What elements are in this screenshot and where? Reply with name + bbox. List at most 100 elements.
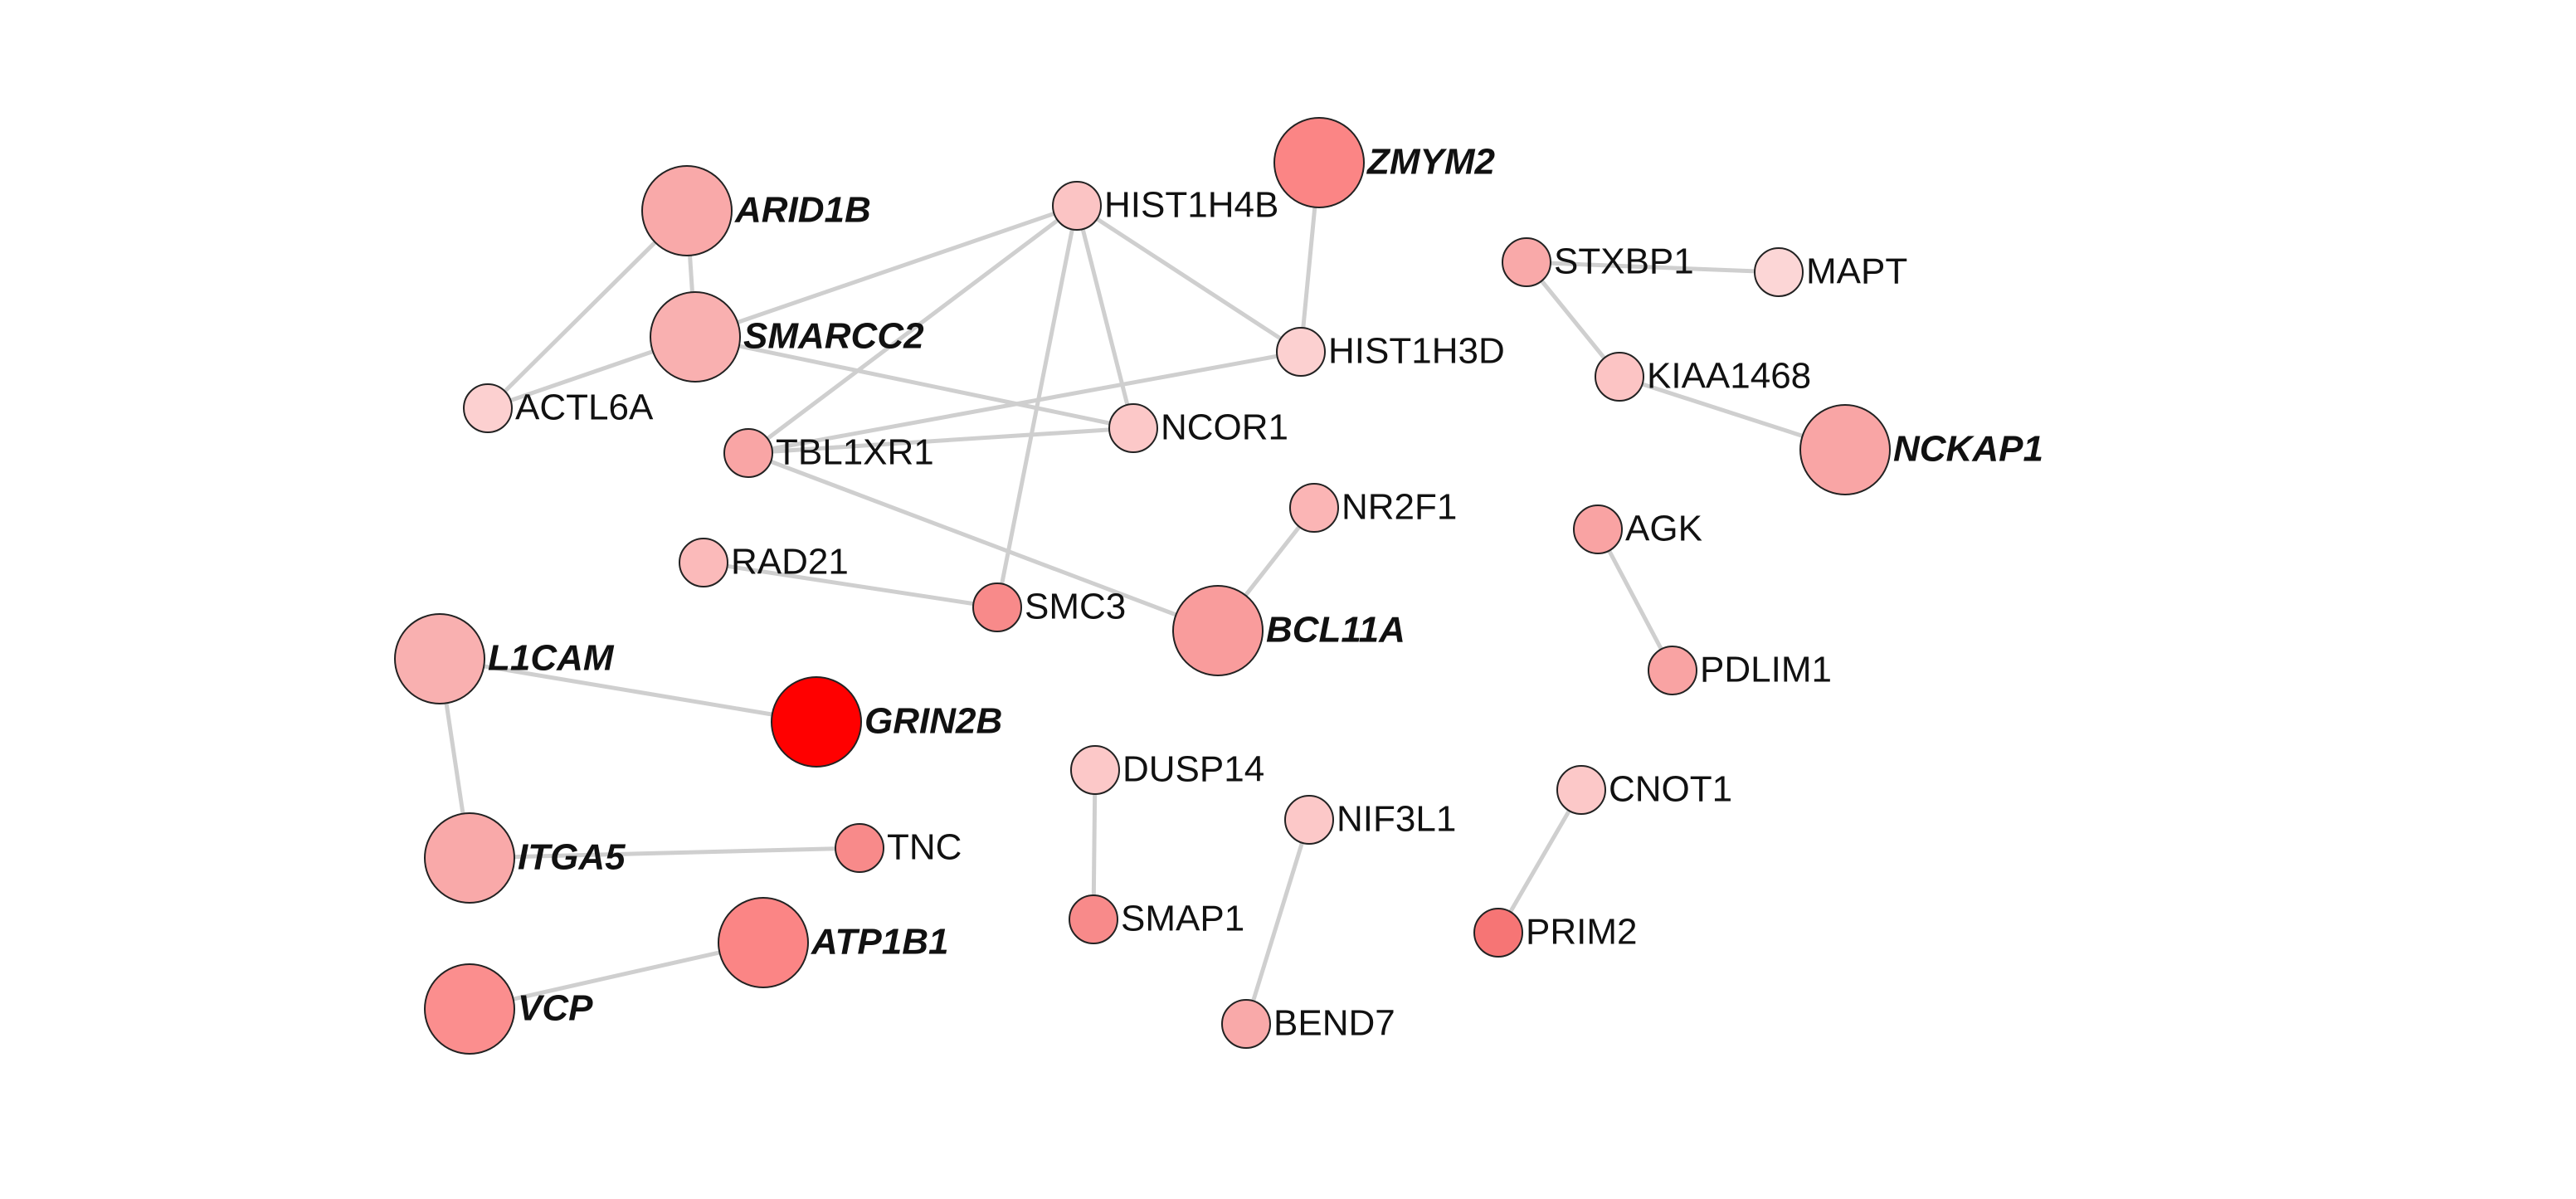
node-label: TBL1XR1 <box>776 432 934 473</box>
node-circle[interactable] <box>1754 247 1804 297</box>
node-circle[interactable] <box>394 613 485 704</box>
node-circle[interactable] <box>1273 117 1365 208</box>
node-circle[interactable] <box>1799 404 1891 495</box>
node-mapt[interactable]: MAPT <box>1754 247 1907 297</box>
node-circle[interactable] <box>1052 181 1102 231</box>
node-l1cam[interactable]: L1CAM <box>394 613 615 704</box>
node-label: NCOR1 <box>1161 407 1288 448</box>
node-label: PDLIM1 <box>1700 650 1832 690</box>
node-label: HIST1H3D <box>1328 331 1505 372</box>
node-circle[interactable] <box>650 291 741 383</box>
node-prim2[interactable]: PRIM2 <box>1473 908 1637 958</box>
node-nckap1[interactable]: NCKAP1 <box>1799 404 2043 495</box>
node-label: AGK <box>1625 509 1702 549</box>
node-label: PRIM2 <box>1526 912 1637 953</box>
node-circle[interactable] <box>718 897 809 988</box>
node-circle[interactable] <box>723 428 773 478</box>
edge-cnot1-prim2 <box>1496 788 1584 934</box>
edge-hist1h4b-ncor1 <box>1074 205 1136 429</box>
node-bend7[interactable]: BEND7 <box>1221 999 1395 1049</box>
node-label: MAPT <box>1806 251 1907 292</box>
node-circle[interactable] <box>1502 237 1551 287</box>
node-label: ACTL6A <box>515 387 654 428</box>
edge-arid1b-actl6a <box>486 209 689 410</box>
node-label: NR2F1 <box>1342 487 1457 528</box>
node-circle[interactable] <box>1221 999 1271 1049</box>
node-circle[interactable] <box>1108 403 1158 453</box>
node-itga5[interactable]: ITGA5 <box>424 812 626 904</box>
edge-hist1h4b-smc3 <box>995 205 1079 608</box>
node-label: GRIN2B <box>864 701 1002 742</box>
node-circle[interactable] <box>463 383 513 433</box>
node-tbl1xr1[interactable]: TBL1XR1 <box>723 428 934 478</box>
node-arid1b[interactable]: ARID1B <box>641 165 871 256</box>
node-label: ITGA5 <box>518 837 626 878</box>
node-circle[interactable] <box>1595 352 1644 402</box>
edge-dusp14-smap1 <box>1091 769 1098 920</box>
edge-stxbp1-mapt <box>1526 260 1780 275</box>
edge-smarcc2-ncor1 <box>694 334 1134 431</box>
node-nr2f1[interactable]: NR2F1 <box>1289 483 1457 533</box>
node-tnc[interactable]: TNC <box>835 823 962 873</box>
node-vcp[interactable]: VCP <box>424 963 593 1055</box>
node-ncor1[interactable]: NCOR1 <box>1108 403 1288 453</box>
node-kiaa1468[interactable]: KIAA1468 <box>1595 352 1811 402</box>
node-circle[interactable] <box>1284 795 1334 845</box>
edge-atp1b1-vcp <box>469 940 764 1011</box>
node-circle[interactable] <box>972 582 1022 632</box>
node-pdlim1[interactable]: PDLIM1 <box>1648 646 1832 695</box>
node-circle[interactable] <box>1648 646 1697 695</box>
node-smap1[interactable]: SMAP1 <box>1069 894 1244 944</box>
node-circle[interactable] <box>1276 327 1326 377</box>
node-circle[interactable] <box>1573 504 1623 554</box>
edge-rad21-smc3 <box>703 560 998 610</box>
node-smc3[interactable]: SMC3 <box>972 582 1126 632</box>
node-label: SMC3 <box>1025 587 1126 627</box>
node-nif3l1[interactable]: NIF3L1 <box>1284 795 1456 845</box>
node-grin2b[interactable]: GRIN2B <box>771 676 1002 768</box>
node-label: CNOT1 <box>1609 769 1732 810</box>
node-circle[interactable] <box>1556 765 1606 815</box>
edge-hist1h4b-smarcc2 <box>694 203 1078 339</box>
node-label: STXBP1 <box>1554 241 1694 282</box>
node-circle[interactable] <box>771 676 862 768</box>
node-actl6a[interactable]: ACTL6A <box>463 383 654 433</box>
node-dusp14[interactable]: DUSP14 <box>1070 745 1264 795</box>
node-circle[interactable] <box>1289 483 1339 533</box>
node-circle[interactable] <box>835 823 884 873</box>
node-smarcc2[interactable]: SMARCC2 <box>650 291 924 383</box>
node-atp1b1[interactable]: ATP1B1 <box>718 897 948 988</box>
node-circle[interactable] <box>1473 908 1523 958</box>
edge-hist1h4b-hist1h3d <box>1075 203 1303 354</box>
node-label: NIF3L1 <box>1337 799 1456 840</box>
node-rad21[interactable]: RAD21 <box>679 538 849 587</box>
edge-tbl1xr1-ncor1 <box>747 426 1134 456</box>
node-label: RAD21 <box>731 542 849 582</box>
node-circle[interactable] <box>679 538 728 587</box>
edge-hist1h4b-tbl1xr1 <box>747 204 1079 455</box>
node-circle[interactable] <box>1172 585 1264 676</box>
node-zmym2[interactable]: ZMYM2 <box>1273 117 1496 208</box>
node-circle[interactable] <box>424 812 515 904</box>
node-label: DUSP14 <box>1122 749 1264 790</box>
node-hist1h4b[interactable]: HIST1H4B <box>1052 181 1278 231</box>
node-hist1h3d[interactable]: HIST1H3D <box>1276 327 1505 377</box>
node-stxbp1[interactable]: STXBP1 <box>1502 237 1694 287</box>
node-circle[interactable] <box>1070 745 1120 795</box>
node-label: SMAP1 <box>1121 899 1244 939</box>
edge-nif3l1-bend7 <box>1244 819 1312 1025</box>
node-circle[interactable] <box>1069 894 1118 944</box>
node-label: VCP <box>518 988 593 1029</box>
node-label: L1CAM <box>488 638 615 679</box>
node-label: BCL11A <box>1266 610 1405 651</box>
node-cnot1[interactable]: CNOT1 <box>1556 765 1732 815</box>
node-label: ATP1B1 <box>811 922 948 963</box>
node-bcl11a[interactable]: BCL11A <box>1172 585 1405 676</box>
node-label: NCKAP1 <box>1893 429 2043 470</box>
node-circle[interactable] <box>424 963 515 1055</box>
node-label: ARID1B <box>734 190 871 231</box>
node-agk[interactable]: AGK <box>1573 504 1702 554</box>
edge-hist1h3d-tbl1xr1 <box>747 349 1302 456</box>
node-circle[interactable] <box>641 165 733 256</box>
